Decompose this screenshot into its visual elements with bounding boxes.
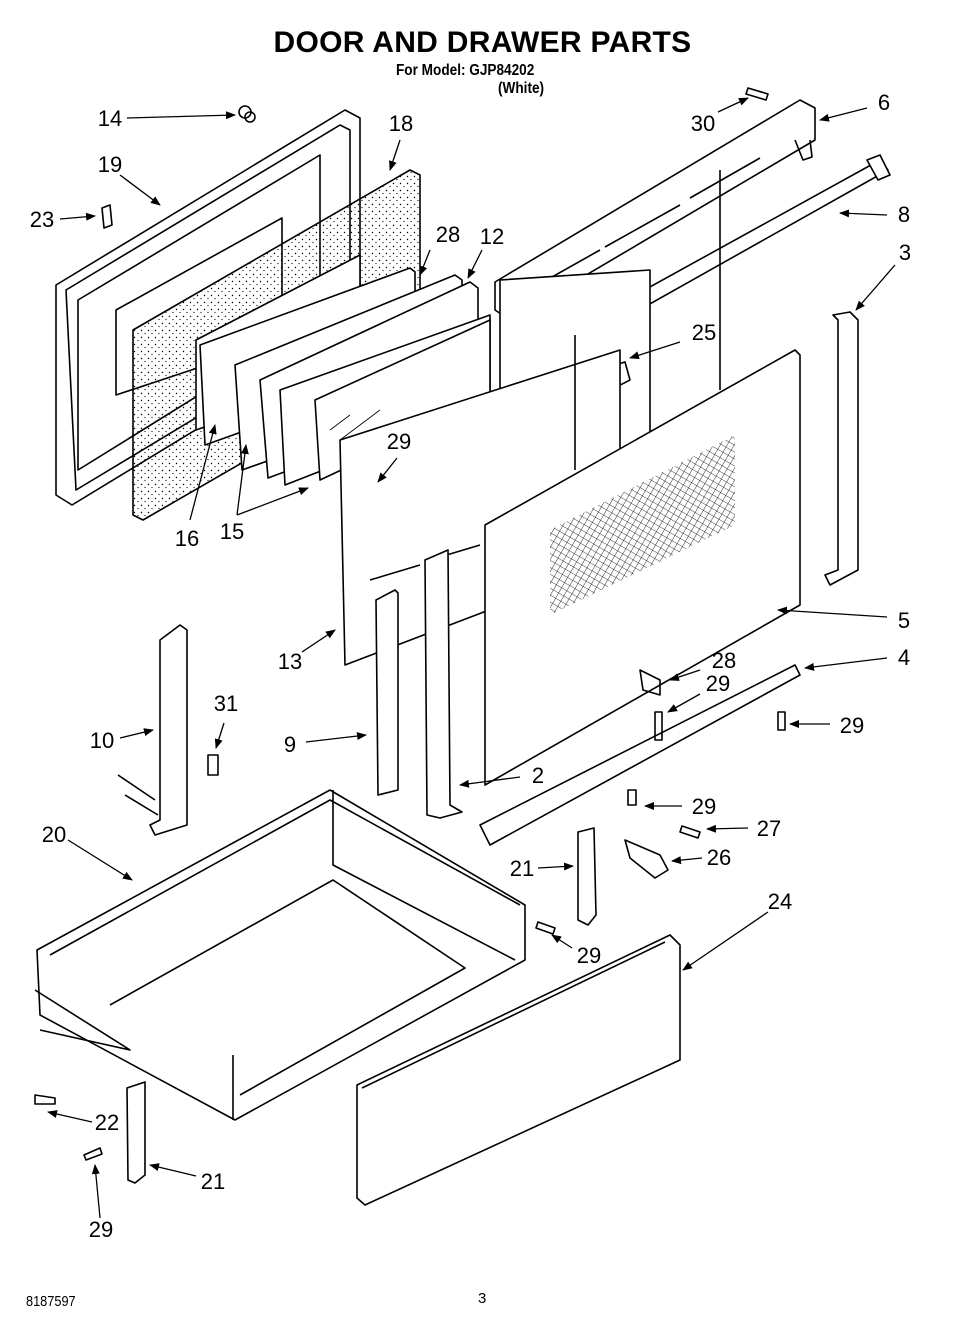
page-number: 3 [478, 1290, 487, 1307]
drawer-slide-21 [126, 1081, 146, 1184]
screw-icon [34, 1094, 56, 1105]
callout-26[interactable]: 26 [706, 845, 732, 870]
screw-icon [627, 789, 637, 806]
hinge-10 [117, 624, 188, 836]
callout-29[interactable]: 29 [839, 713, 865, 738]
callout-4[interactable]: 4 [897, 645, 911, 670]
leader-lines [47, 97, 896, 1219]
callout-10[interactable]: 10 [89, 728, 115, 753]
bottom-trim-4 [479, 664, 801, 846]
screw-icon [679, 825, 701, 839]
roller-icon [624, 839, 669, 879]
drawer-slide-21 [577, 827, 597, 926]
channel-9 [375, 589, 399, 796]
callout-29[interactable]: 29 [386, 429, 412, 454]
callout-28[interactable]: 28 [711, 648, 737, 673]
screw-icon [83, 1147, 103, 1161]
model-line: For Model: GJP84202 [396, 62, 535, 79]
side-trim-3 [824, 311, 859, 586]
callout-13[interactable]: 13 [277, 649, 303, 674]
screw-icon [535, 921, 556, 935]
callout-29[interactable]: 29 [576, 943, 602, 968]
drawer-body-20 [34, 789, 526, 1121]
drawer-front-24 [356, 934, 681, 1206]
callout-9[interactable]: 9 [283, 732, 297, 757]
callout-29[interactable]: 29 [705, 671, 731, 696]
callout-2[interactable]: 2 [531, 763, 545, 788]
callout-5[interactable]: 5 [897, 608, 911, 633]
callout-18[interactable]: 18 [388, 111, 414, 136]
outer-door-panel-5 [484, 170, 801, 786]
callout-15[interactable]: 15 [219, 519, 245, 544]
channel-2 [424, 549, 463, 819]
callout-21[interactable]: 21 [509, 856, 535, 881]
callout-8[interactable]: 8 [897, 202, 911, 227]
callout-27[interactable]: 27 [756, 816, 782, 841]
callout-25[interactable]: 25 [691, 320, 717, 345]
callout-22[interactable]: 22 [94, 1110, 120, 1135]
screw-icon [777, 711, 786, 731]
callout-23[interactable]: 23 [29, 207, 55, 232]
callout-29[interactable]: 29 [691, 794, 717, 819]
callout-6[interactable]: 6 [877, 90, 891, 115]
bumper-icon [238, 105, 256, 123]
callout-20[interactable]: 20 [41, 822, 67, 847]
callout-3[interactable]: 3 [898, 240, 912, 265]
screw-icon [654, 711, 663, 741]
callout-19[interactable]: 19 [97, 152, 123, 177]
page-title: DOOR AND DRAWER PARTS [273, 26, 692, 59]
screw-icon [207, 754, 219, 776]
callout-14[interactable]: 14 [97, 106, 123, 131]
model-variant: (White) [498, 80, 545, 97]
callout-24[interactable]: 24 [767, 889, 793, 914]
callout-29[interactable]: 29 [88, 1217, 114, 1242]
screw-icon [745, 87, 769, 101]
callout-16[interactable]: 16 [174, 526, 200, 551]
callout-31[interactable]: 31 [213, 691, 239, 716]
callout-30[interactable]: 30 [690, 111, 716, 136]
document-number: 8187597 [26, 1293, 76, 1310]
callout-12[interactable]: 12 [479, 224, 505, 249]
callout-28[interactable]: 28 [435, 222, 461, 247]
clip-icon [101, 204, 113, 229]
callout-21[interactable]: 21 [200, 1169, 226, 1194]
